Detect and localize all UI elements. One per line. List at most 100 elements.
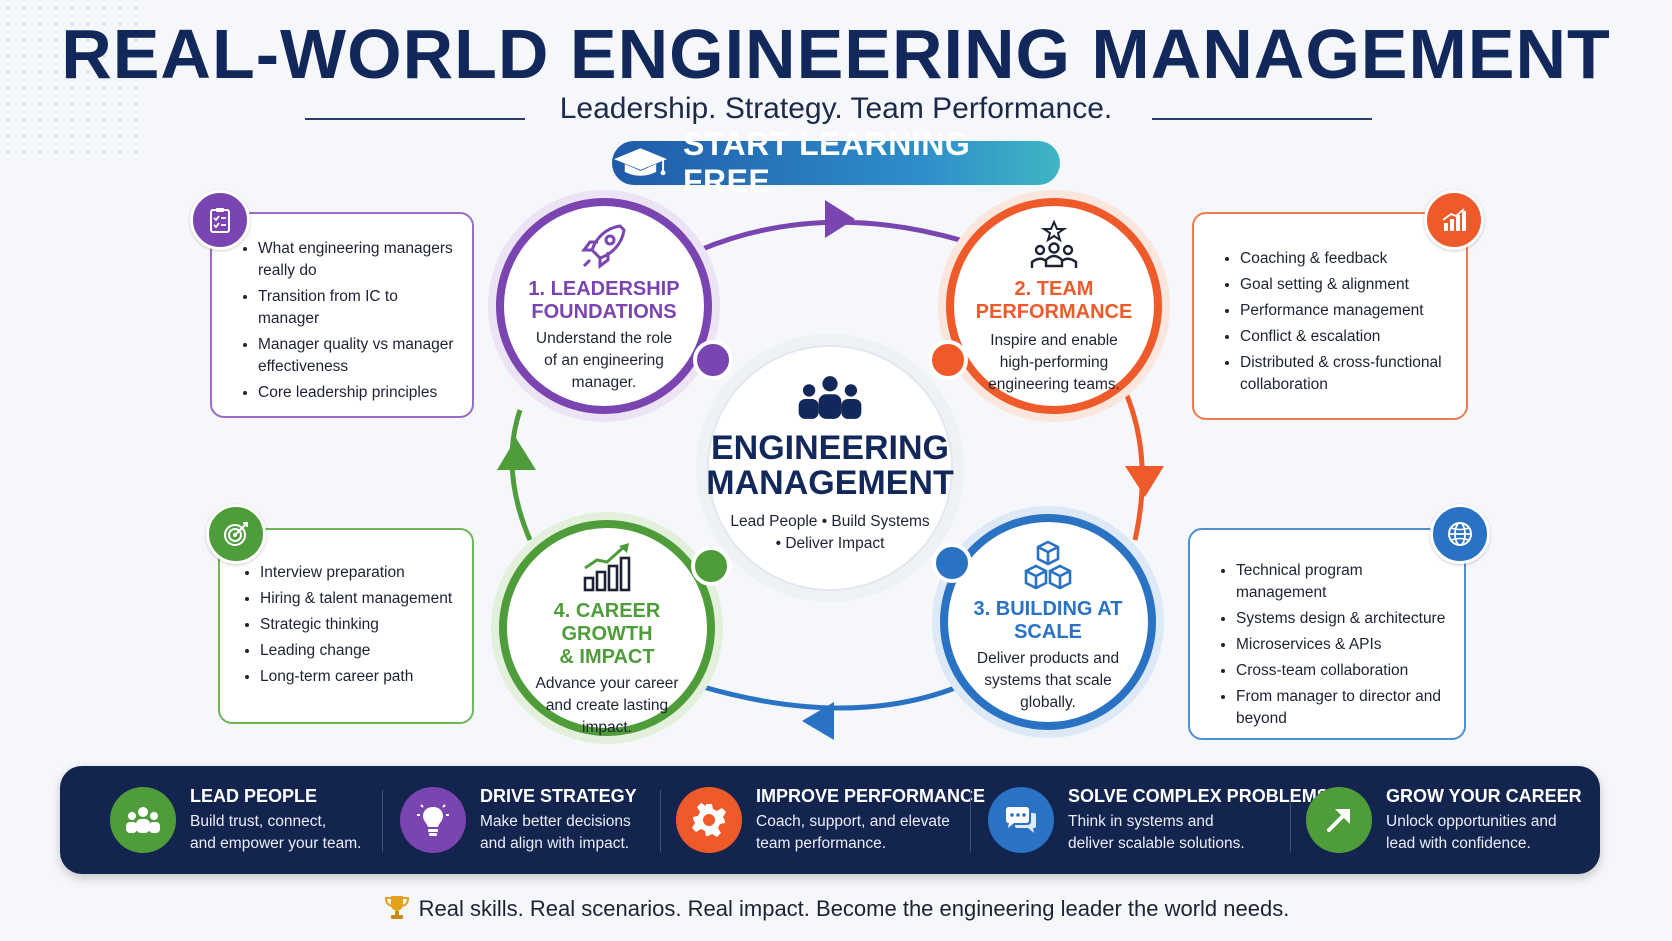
list-item: From manager to director and beyond	[1236, 686, 1454, 730]
graduation-cap-icon	[613, 148, 667, 176]
list-item: Conflict & escalation	[1240, 326, 1456, 348]
rocket-icon	[581, 224, 626, 269]
subtitle-rule-left	[305, 118, 525, 120]
subtitle-row: Leadership. Strategy. Team Performance.	[0, 92, 1672, 132]
center-tagline-line2: • Deliver Impact	[775, 535, 885, 552]
stage-2-desc-line1: Inspire and enable	[990, 332, 1118, 349]
arc-orange-to-blue	[1117, 378, 1145, 541]
feature-4-line1: Think in systems and	[1068, 813, 1214, 830]
stage-3-desc-line1: Deliver products and	[976, 650, 1120, 667]
team-star-icon	[1030, 219, 1078, 268]
globe-badge	[1430, 504, 1490, 564]
stage-2-title-line1: 2. TEAM PERFORMANCE	[975, 278, 1133, 323]
page-subtitle: Leadership. Strategy. Team Performance.	[559, 92, 1113, 125]
list-item: Performance management	[1240, 300, 1456, 322]
stage-1-desc-line3: manager.	[571, 374, 637, 391]
stage-3-desc-line2: systems that scale	[984, 672, 1112, 689]
stage-1-desc-line2: of an engineering	[544, 352, 664, 369]
checklist-badge	[190, 190, 250, 250]
feature-3-line2: team performance.	[756, 835, 887, 852]
stage-2-desc-line3: engineering teams.	[988, 376, 1120, 393]
list-item: Microservices & APIs	[1236, 634, 1454, 656]
decor-dots-left	[0, 0, 140, 160]
stage-4-desc-line2: and create lasting	[545, 697, 669, 714]
feature-1-title: LEAD PEOPLE	[190, 786, 318, 806]
center-tagline-line1: Lead People • Build Systems	[730, 513, 930, 530]
subtitle-rule-right	[1152, 118, 1372, 120]
divider	[382, 790, 383, 852]
list-item: Interview preparation	[260, 562, 462, 584]
globe-icon	[1448, 522, 1472, 546]
stage-leadership-foundations[interactable]: 1. LEADERSHIP FOUNDATIONS Understand the…	[504, 218, 704, 394]
list-item: Distributed & cross-functional collabora…	[1240, 352, 1456, 396]
list-item: Manager quality vs manager effectiveness	[258, 334, 462, 378]
feature-3-line1: Coach, support, and elevate	[756, 813, 950, 830]
footer-text: Real skills. Real scenarios. Real impact…	[418, 896, 1290, 921]
divider	[970, 790, 971, 852]
list-item: Core leadership principles	[258, 382, 462, 404]
list-item: Systems design & architecture	[1236, 608, 1454, 630]
target-badge	[206, 504, 266, 564]
feature-grow-career: GROW YOUR CAREER Unlock opportunities an…	[1306, 766, 1582, 874]
arc-green-to-purple	[509, 409, 533, 541]
list-item: Technical program management	[1236, 560, 1454, 604]
arrow-orange	[1125, 466, 1164, 497]
stage-building-at-scale[interactable]: 3. BUILDING AT SCALE Deliver products an…	[948, 538, 1148, 714]
arc-purple-to-orange	[699, 219, 961, 253]
list-item: Coaching & feedback	[1240, 248, 1456, 270]
arc-blue-to-green	[699, 683, 961, 711]
stage-4-desc-line1: Advance your career	[535, 675, 679, 692]
page-title: REAL-WORLD ENGINEERING MANAGEMENT	[61, 15, 1611, 93]
list-item: Goal setting & alignment	[1240, 274, 1456, 296]
feature-4-line2: deliver scalable solutions.	[1068, 835, 1245, 852]
growth-chart-icon	[583, 543, 631, 592]
start-learning-label: START LEARNING FREE	[682, 126, 971, 199]
stage-3-title-line1: 3. BUILDING AT	[973, 598, 1123, 620]
cubes-icon	[1024, 540, 1072, 590]
stage-1-desc-line1: Understand the role	[535, 330, 673, 347]
feature-2-title: DRIVE STRATEGY	[480, 786, 637, 806]
bar-chart-icon	[1442, 208, 1466, 231]
feature-4-title: SOLVE COMPLEX PROBLEMS	[1068, 786, 1329, 806]
lightbulb-icon	[417, 804, 449, 836]
divider	[660, 790, 661, 852]
start-learning-button[interactable]: START LEARNING FREE	[612, 126, 1060, 199]
arrow-blue	[802, 702, 834, 740]
stage-career-growth[interactable]: 4. CAREER GROWTH & IMPACT Advance your c…	[507, 540, 707, 739]
divider	[1290, 790, 1291, 852]
bar-chart-badge	[1424, 190, 1484, 250]
stage-2-desc-line2: high-performing	[999, 354, 1109, 371]
feature-improve-performance: IMPROVE PERFORMANCE Coach, support, and …	[676, 766, 985, 874]
stage-4-title-line2: & IMPACT	[559, 646, 655, 668]
footer-tagline: Real skills. Real scenarios. Real impact…	[0, 893, 1672, 922]
stage-1-title-line1: 1. LEADERSHIP	[528, 278, 680, 300]
arrow-up-right-icon	[1327, 809, 1350, 832]
gear-icon	[692, 803, 726, 837]
team-icon	[798, 376, 862, 419]
arrow-purple	[825, 200, 855, 238]
chat-icon	[1006, 807, 1036, 833]
feature-lead-people: LEAD PEOPLE Build trust, connect, and em…	[110, 766, 361, 874]
arrow-green	[497, 438, 536, 470]
card-career-topics: Interview preparation Hiring & talent ma…	[218, 528, 474, 724]
checklist-icon	[210, 208, 230, 233]
stage-3-desc-line3: globally.	[1020, 694, 1076, 711]
feature-3-title: IMPROVE PERFORMANCE	[756, 786, 986, 806]
people-icon	[126, 807, 160, 833]
stage-3-title-line2: SCALE	[1014, 621, 1082, 643]
list-item: Transition from IC to manager	[258, 286, 462, 330]
center-title-line1: ENGINEERING	[710, 429, 950, 467]
feature-solve-problems: SOLVE COMPLEX PROBLEMS Think in systems …	[988, 766, 1329, 874]
stage-4-desc-line3: impact.	[582, 719, 632, 736]
center-title-line2: MANAGEMENT	[706, 464, 954, 502]
list-item: What engineering managers really do	[258, 238, 462, 282]
stage-team-performance[interactable]: 2. TEAM PERFORMANCE Inspire and enable h…	[944, 218, 1164, 396]
feature-2-line2: and align with impact.	[480, 835, 630, 852]
card-team-performance-topics: Coaching & feedback Goal setting & align…	[1192, 212, 1468, 420]
list-item: Strategic thinking	[260, 614, 462, 636]
feature-5-title: GROW YOUR CAREER	[1386, 786, 1582, 806]
feature-1-line2: and empower your team.	[190, 835, 362, 852]
list-item: Long-term career path	[260, 666, 462, 688]
target-icon	[224, 522, 248, 546]
feature-1-line1: Build trust, connect,	[190, 813, 327, 830]
